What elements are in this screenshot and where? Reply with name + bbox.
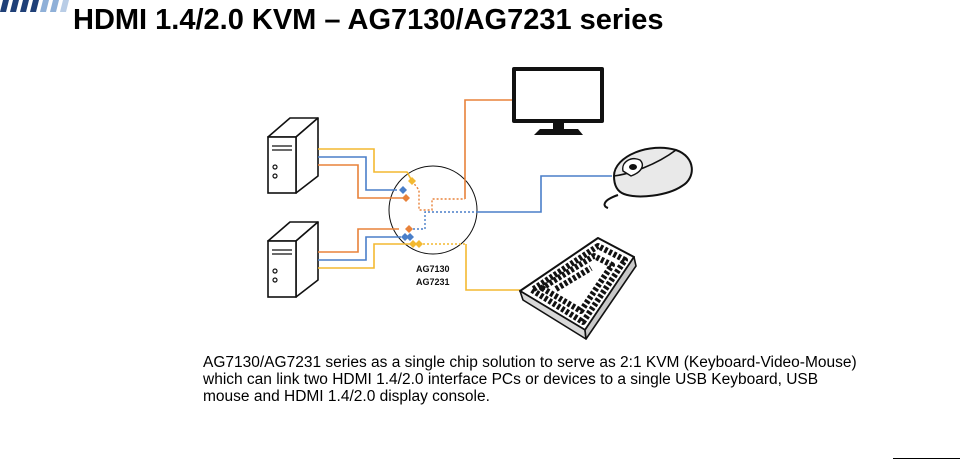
slide-title: HDMI 1.4/2.0 KVM – AG7130/AG7231 series [73, 4, 664, 36]
monitor-icon [512, 67, 604, 135]
console-cables [464, 99, 612, 291]
internal-switch-paths [409, 180, 477, 245]
pc2-cables [318, 228, 410, 269]
brand-stripes-logo [0, 0, 69, 12]
mouse-icon [603, 146, 693, 209]
description-text: AG7130/AG7231 series as a single chip so… [203, 354, 903, 405]
pc-icon [267, 117, 319, 194]
description-line: mouse and HDMI 1.4/2.0 display console. [203, 388, 490, 405]
description-line: which can link two HDMI 1.4/2.0 interfac… [203, 371, 819, 388]
kvm-chip-circle [388, 165, 478, 255]
description-line: AG7130/AG7231 series as a single chip so… [203, 354, 857, 371]
chip-label: AG7130 [416, 264, 450, 274]
pc-icon [267, 221, 319, 298]
chip-label: AG7231 [416, 277, 450, 287]
pc1-cables [318, 148, 413, 199]
keyboard-icon [519, 237, 637, 340]
footer-rule [893, 458, 960, 459]
connector-markers [399, 177, 423, 248]
